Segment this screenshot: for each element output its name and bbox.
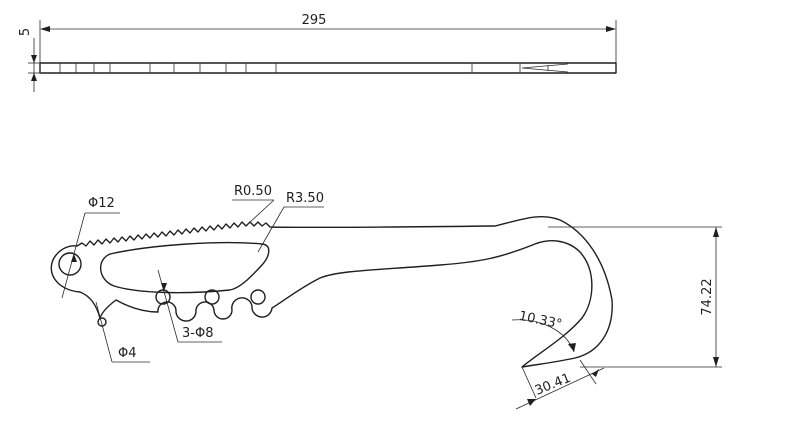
lanyard-hole [58,252,82,276]
length-arrow-right [606,26,616,32]
grip-hole-3 [250,289,266,305]
height-dimension-text: 74.22 [700,278,715,315]
tip-extension-right [579,359,597,385]
leader-hole-small [95,301,113,363]
tip-arrow-right [592,369,599,377]
grip-hole-2 [204,289,220,305]
radius-small-label: R0.50 [234,184,272,199]
leader-radius-large [257,206,285,253]
tip-arrow-left [527,399,536,406]
leader-holes-row-arrow [161,283,167,291]
thickness-dimension-text: 5 [18,28,33,36]
edge-view: 295 5 [18,13,617,92]
profile-view: Φ12 Φ4 3-Φ8 R0.50 R3.50 74.22 10.33° [50,184,722,410]
holes-row-label: 3-Φ8 [182,326,213,341]
hook-tip-label: 30.41 [533,371,573,399]
tool-outline [50,215,613,368]
blade-edge-profile [39,62,617,74]
angle-arc-arrow [568,343,576,352]
hole-small-label: Φ4 [118,346,137,361]
edge-section-marks [59,63,521,73]
leader-radius-small [247,199,275,225]
radius-large-label: R3.50 [286,191,324,206]
hole-main-label: Φ12 [88,196,115,211]
height-arrow-top [713,227,719,237]
leader-holes-row [157,269,179,343]
height-arrow-bottom [713,357,719,367]
tip-extension-left [521,366,537,399]
leader-hole-main-arrow [71,254,77,262]
thickness-arrow-top [31,55,37,63]
length-arrow-left [40,26,50,32]
hook-angle-label: 10.33° [517,309,563,333]
grip-hole-1 [155,289,171,305]
thickness-arrow-bottom [31,73,37,81]
length-dimension-text: 295 [302,13,327,28]
grip-cutout [100,241,270,294]
edge-bevel-mark [521,63,569,73]
